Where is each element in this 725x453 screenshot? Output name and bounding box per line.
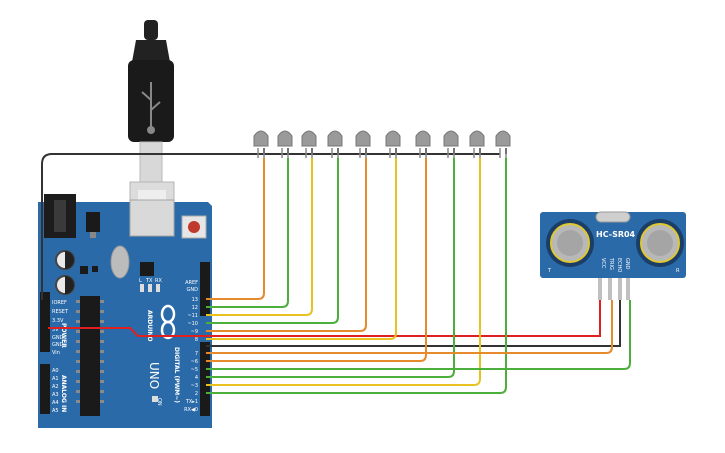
analog-title: ANALOG IN <box>60 375 67 412</box>
led-6 <box>385 130 401 158</box>
pin-label-vin: Vin <box>52 350 60 356</box>
led-1 <box>253 130 269 158</box>
pin-label-3: ~3 <box>191 383 198 389</box>
sensor-pin-gnd: GND <box>624 258 630 270</box>
transmitter-icon <box>546 219 594 267</box>
wire-led-7 <box>206 158 427 362</box>
vcc-wire <box>48 300 601 337</box>
wire-led-3 <box>206 158 313 316</box>
pin-label-a2: A2 <box>52 384 59 390</box>
pin-label-9: ~9 <box>191 329 198 335</box>
wire-echo <box>206 300 631 370</box>
sensor-pin-labels: VCC TRIG ECHO GND <box>600 257 630 272</box>
pin-label-5v: 5V <box>52 327 59 333</box>
sensor-pin-trig: TRIG <box>608 257 614 270</box>
pin-label-3v3: 3.3V <box>52 318 64 324</box>
receiver-icon <box>636 219 684 267</box>
pin-label-2: 2 <box>195 391 198 397</box>
pin-label-0: RX◀0 <box>184 407 198 413</box>
pin-label-6: ~6 <box>191 359 198 365</box>
pin-label-1: TX▸1 <box>185 399 198 405</box>
led-3 <box>301 130 317 158</box>
pin-label-13: 13 <box>192 297 198 303</box>
led-4 <box>327 130 343 158</box>
led-label-l: L <box>139 278 142 284</box>
arduino-logo <box>160 304 176 340</box>
pin-label-a3: A3 <box>52 392 59 398</box>
sensor-pin-vcc: VCC <box>600 258 606 269</box>
pin-label-a5: A5 <box>52 408 59 414</box>
led-8 <box>443 130 459 158</box>
pin-label-12: 12 <box>192 305 198 311</box>
sensor-mark-r: R <box>676 268 680 274</box>
header-analog <box>40 364 50 414</box>
wire-trig <box>206 300 613 354</box>
led-label-rx: RX <box>155 278 162 284</box>
wire-led-4 <box>206 158 339 324</box>
pin-label-4: 4 <box>195 375 198 381</box>
sensor-name: HC-SR04 <box>596 230 636 239</box>
wire-led-2 <box>206 158 289 308</box>
digital-title: DIGITAL (PWM~) <box>173 347 180 403</box>
sensor-pin-echo: ECHO <box>616 258 622 272</box>
pin-label-a1: A1 <box>52 376 59 382</box>
on-label: ON <box>156 398 162 406</box>
led-5 <box>355 130 371 158</box>
ultrasonic-sensor: HC-SR04 T R VCC TRIG ECHO GND <box>540 211 686 300</box>
pin-label-ioref: IOREF <box>52 300 67 306</box>
pin-label-a0: A0 <box>52 368 59 374</box>
wire-led-8 <box>206 158 455 378</box>
header-right <box>200 262 210 416</box>
wire-led-1 <box>206 158 265 300</box>
wire-led-6 <box>206 158 397 340</box>
analog-pin-labels: A0 A1 A2 A3 A4 A5 <box>52 368 59 414</box>
pin-label-aref: AREF <box>185 280 198 286</box>
board-name: UNO <box>147 362 161 389</box>
pin-label-5: ~5 <box>191 367 198 373</box>
sensor-pin-header <box>598 278 630 300</box>
pin-label-11: ~11 <box>187 313 198 319</box>
status-leds: L TX RX <box>139 278 162 292</box>
brand-label: ARDUINO <box>146 310 153 341</box>
arduino-board: L TX RX ARDUINO UNO DIGITAL (PWM~) POWER… <box>38 194 212 428</box>
led-label-tx: TX <box>145 278 153 284</box>
power-pin-labels: IOREF RESET 3.3V 5V GND GND Vin <box>52 300 69 356</box>
wire-led-5 <box>206 158 367 332</box>
power-title: POWER <box>60 323 67 348</box>
pin-label-10: ~10 <box>187 321 198 327</box>
led-7 <box>415 130 431 158</box>
pin-label-reset: RESET <box>52 309 69 315</box>
pin-label-gnd-1: GND <box>52 335 64 341</box>
signal-wires <box>206 158 631 394</box>
led-2 <box>277 130 293 158</box>
pin-label-a4: A4 <box>52 400 59 406</box>
pin-label-gnd-2: GND <box>52 342 64 348</box>
led-row <box>253 130 511 158</box>
wire-led-10 <box>206 158 507 394</box>
led-9 <box>469 130 485 158</box>
usb-cable <box>128 20 175 225</box>
pin-label-8: 8 <box>195 337 198 343</box>
right-pin-labels: AREF GND 13 12 ~11 ~10 ~9 8 7 ~6 ~5 4 ~3… <box>184 280 198 413</box>
header-power <box>40 292 50 352</box>
pin-label-gnd: GND <box>187 287 199 293</box>
usb-icon <box>141 82 161 134</box>
wire-led-9 <box>206 158 481 386</box>
pin-label-7: 7 <box>195 351 198 357</box>
sensor-mark-t: T <box>547 268 552 274</box>
led-10 <box>495 130 511 158</box>
